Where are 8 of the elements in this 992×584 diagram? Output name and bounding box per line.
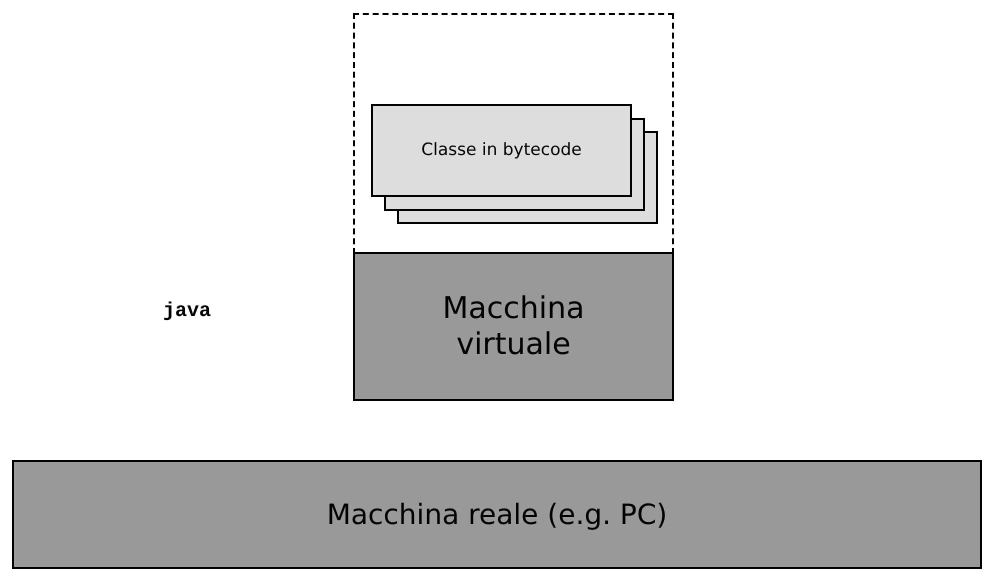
node-label: Macchina virtuale <box>441 290 586 362</box>
layer-box <box>12 460 982 569</box>
layer-box <box>353 252 674 401</box>
class-card <box>371 104 632 197</box>
node-label: Classe in bytecode <box>421 140 582 161</box>
dashed-box <box>353 13 674 254</box>
command-label: java <box>163 300 212 323</box>
node-label: Macchina reale (e.g. PC) <box>326 498 668 532</box>
